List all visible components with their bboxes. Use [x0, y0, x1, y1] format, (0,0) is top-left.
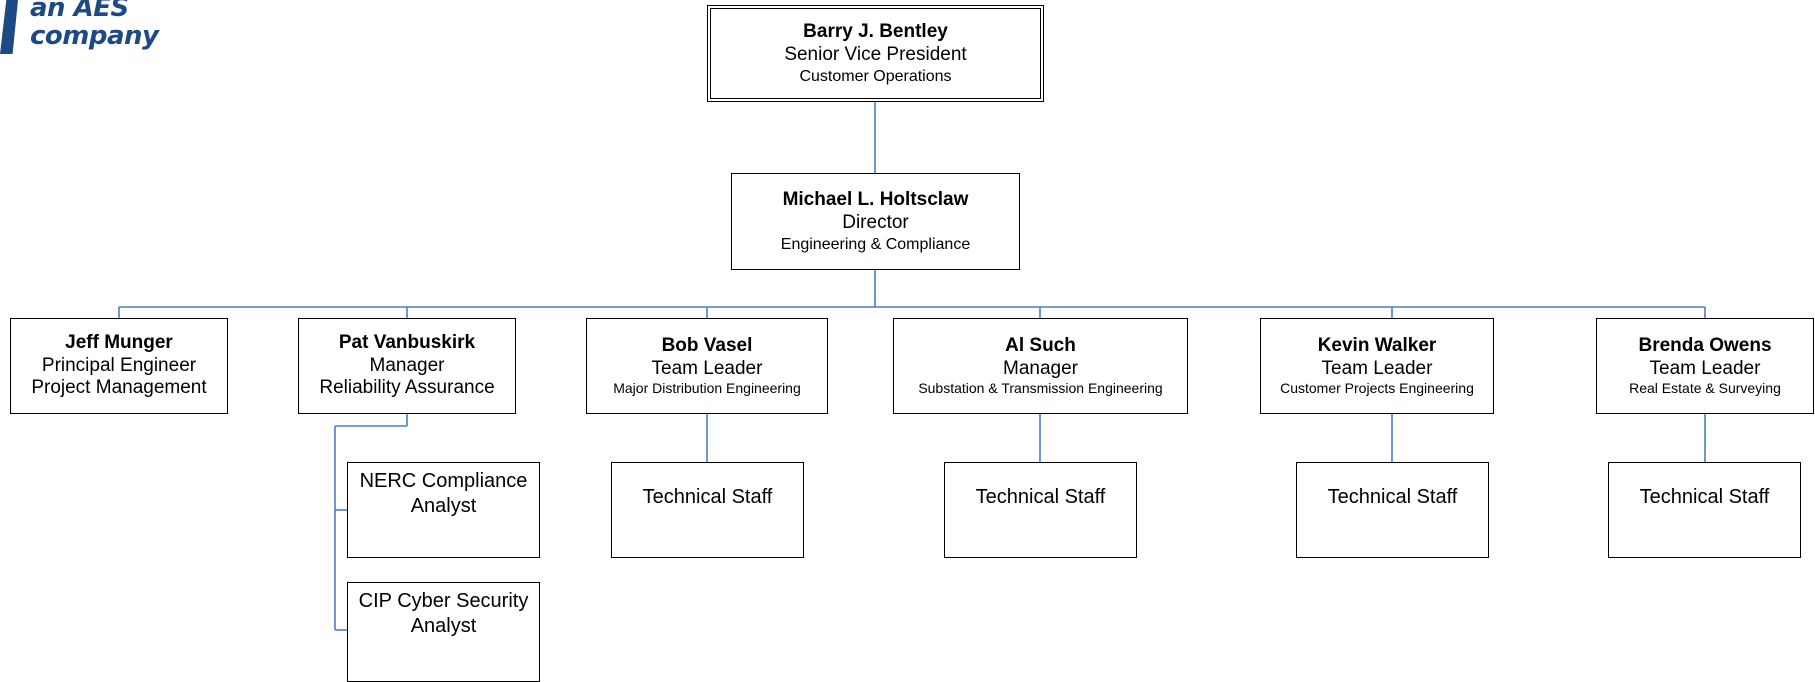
report-name: Kevin Walker	[1317, 334, 1437, 356]
report-box-al-such: Al Such Manager Substation & Transmissio…	[893, 318, 1188, 414]
director-title: Director	[842, 211, 909, 233]
report-name: Bob Vasel	[661, 334, 753, 356]
logo-line-1: an AES	[30, 0, 129, 23]
technical-staff-label: Technical Staff	[1639, 486, 1770, 508]
analyst-box-cip-cyber-security: CIP Cyber Security Analyst	[347, 582, 540, 682]
technical-staff-box-walker: Technical Staff	[1296, 462, 1489, 558]
report-name: Al Such	[1005, 334, 1076, 356]
report-title: Team Leader	[1649, 357, 1761, 379]
report-name: Jeff Munger	[65, 331, 173, 353]
technical-staff-label: Technical Staff	[975, 486, 1106, 508]
report-dept: Reliability Assurance	[319, 377, 495, 399]
report-box-kevin-walker: Kevin Walker Team Leader Customer Projec…	[1260, 318, 1494, 414]
svp-dept: Customer Operations	[799, 67, 952, 85]
analyst-line-1: CIP Cyber Security	[358, 590, 529, 612]
logo-mark-icon	[0, 0, 18, 54]
report-dept: Project Management	[31, 377, 207, 399]
analyst-line-2: Analyst	[410, 495, 477, 517]
report-title: Team Leader	[1321, 357, 1433, 379]
svp-title: Senior Vice President	[784, 43, 967, 65]
report-dept: Substation & Transmission Engineering	[918, 380, 1163, 397]
report-title: Manager	[1003, 357, 1078, 379]
analyst-line-2: Analyst	[410, 615, 477, 637]
technical-staff-label: Technical Staff	[1327, 486, 1458, 508]
report-dept: Major Distribution Engineering	[613, 380, 801, 397]
analyst-line-1: NERC Compliance	[359, 470, 528, 492]
report-title: Team Leader	[651, 357, 763, 379]
report-box-jeff-munger: Jeff Munger Principal Engineer Project M…	[10, 318, 228, 414]
report-title: Manager	[369, 354, 445, 376]
report-name: Pat Vanbuskirk	[338, 331, 476, 353]
technical-staff-box-owens: Technical Staff	[1608, 462, 1801, 558]
logo-line-2: company	[30, 21, 159, 51]
logo-text: an AES company	[30, 0, 159, 51]
director-box: Michael L. Holtsclaw Director Engineerin…	[731, 173, 1020, 270]
director-dept: Engineering & Compliance	[780, 235, 971, 253]
technical-staff-box-vasel: Technical Staff	[611, 462, 804, 558]
report-title: Principal Engineer	[41, 354, 197, 376]
report-dept: Customer Projects Engineering	[1280, 380, 1474, 397]
director-name: Michael L. Holtsclaw	[782, 189, 969, 211]
technical-staff-label: Technical Staff	[642, 486, 773, 508]
technical-staff-box-such: Technical Staff	[944, 462, 1137, 558]
report-dept: Real Estate & Surveying	[1629, 380, 1781, 397]
analyst-box-nerc-compliance: NERC Compliance Analyst	[347, 462, 540, 558]
report-box-pat-vanbuskirk: Pat Vanbuskirk Manager Reliability Assur…	[298, 318, 516, 414]
svp-name: Barry J. Bentley	[803, 21, 948, 43]
svp-box: Barry J. Bentley Senior Vice President C…	[707, 5, 1044, 102]
report-name: Brenda Owens	[1638, 334, 1772, 356]
report-box-brenda-owens: Brenda Owens Team Leader Real Estate & S…	[1596, 318, 1814, 414]
company-logo: an AES company	[0, 0, 159, 55]
report-box-bob-vasel: Bob Vasel Team Leader Major Distribution…	[586, 318, 828, 414]
